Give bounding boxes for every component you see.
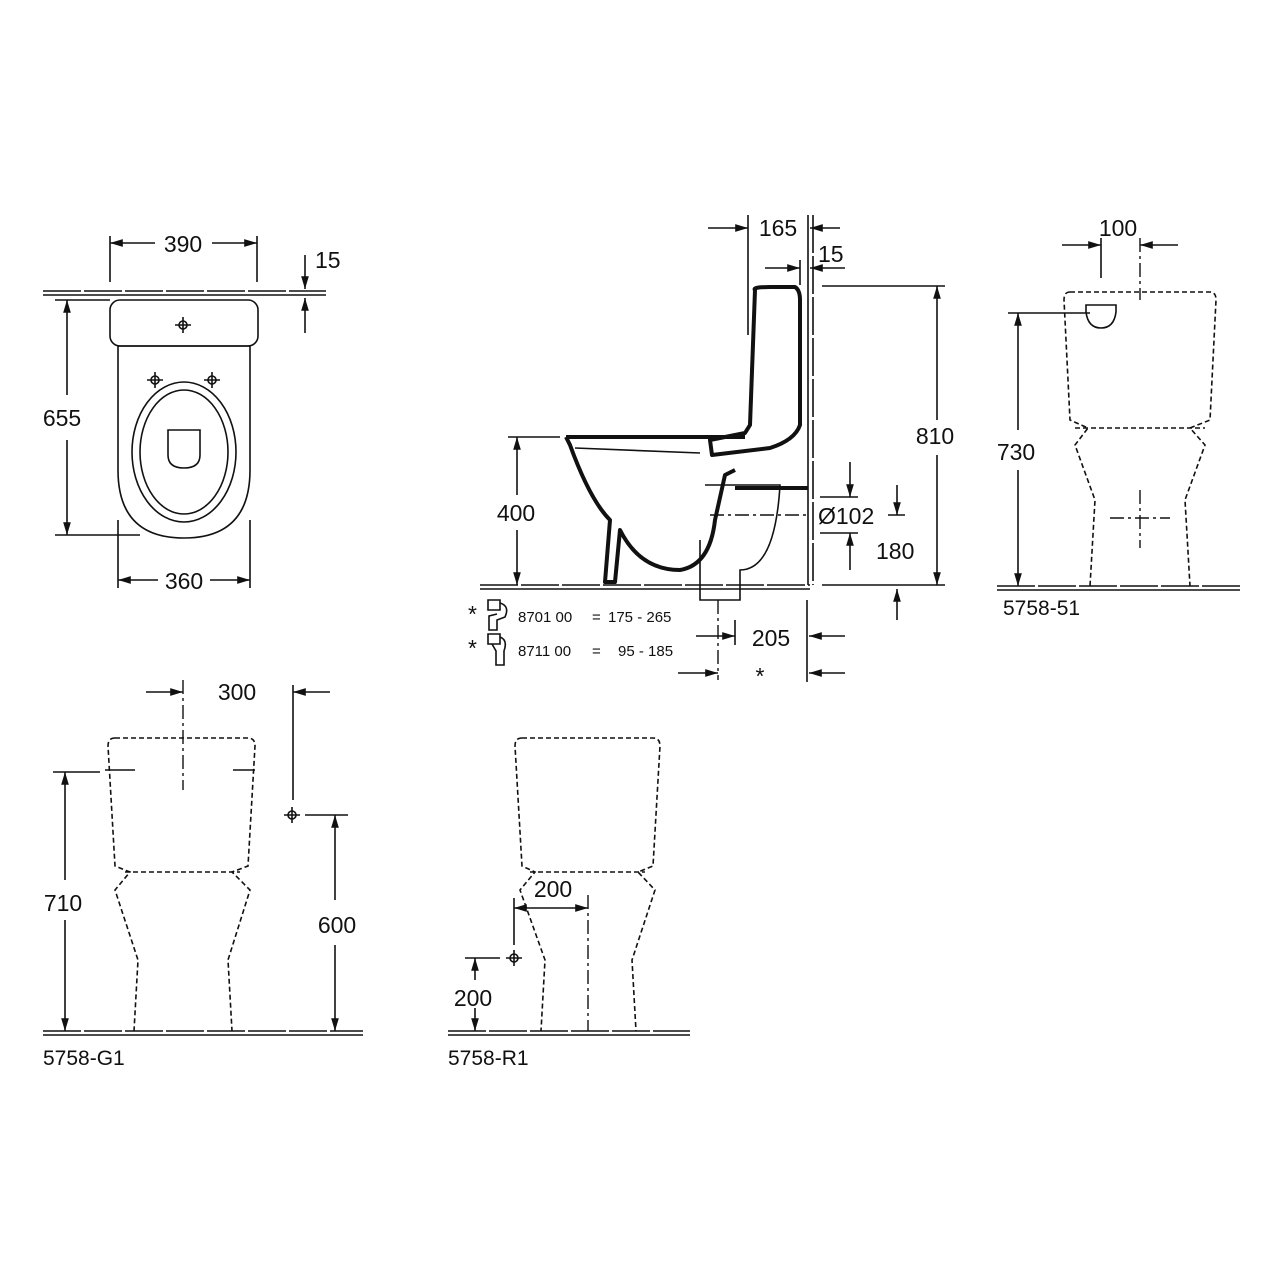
footnote-mark: *: [756, 663, 765, 689]
side-view: 400 165 15 810 Ø102 180 205 * * 8701 00 …: [468, 215, 954, 689]
dim-total-height: 810: [916, 423, 954, 449]
tank-outline: [109, 299, 259, 347]
adapter-code: 8711 00: [518, 643, 571, 660]
outlet-pipe: [699, 484, 781, 601]
toilet-outline: [107, 737, 256, 1032]
adapter-range: 175 - 265: [608, 609, 671, 626]
dim-tank-width: 390: [164, 231, 202, 257]
cistern-outline: [708, 285, 802, 457]
dim-height: 730: [997, 439, 1035, 465]
top-view: 390 15 655 360: [43, 231, 341, 594]
dim-seat-height: 400: [497, 500, 535, 526]
front-view-5758-G1: 300 710 600 5758-G1: [43, 679, 363, 1070]
equals: =: [592, 609, 601, 626]
asterisk: *: [468, 601, 477, 627]
model-label: 5758-R1: [448, 1047, 529, 1070]
toilet-outline: [514, 737, 661, 1032]
dim-bowl-width: 360: [165, 568, 203, 594]
dim-outlet-diameter: Ø102: [818, 503, 874, 529]
water-supply-icon: [283, 806, 301, 824]
adapter-code: 8701 00: [518, 609, 572, 626]
adapter-row: * 8711 00 = 95 - 185: [468, 633, 673, 666]
dim-supply-height: 600: [318, 912, 356, 938]
adapter-range: 95 - 185: [618, 643, 673, 660]
straight-adapter-icon: [487, 633, 507, 666]
dim-offset: 100: [1099, 215, 1137, 241]
fixing-point-icon: [203, 371, 221, 389]
dim-tank-depth: 165: [759, 215, 797, 241]
dim-outlet-distance: 205: [752, 625, 790, 651]
bowl-outline: [564, 435, 745, 584]
seat-outline: [131, 381, 237, 523]
dim-offset: 200: [534, 876, 572, 902]
dim-wall-gap: 15: [315, 247, 341, 273]
adapter-row: * 8701 00 = 175 - 265: [468, 599, 671, 631]
flush-button-icon: [174, 316, 192, 334]
front-view-5758-R1: 200 200 5758-R1: [448, 737, 690, 1070]
fixing-point-icon: [146, 371, 164, 389]
bowl-outline: [117, 345, 251, 539]
dim-supply-height: 200: [454, 985, 492, 1011]
dim-wall-gap: 15: [818, 241, 844, 267]
model-label: 5758-51: [1003, 597, 1080, 620]
asterisk: *: [468, 635, 477, 661]
model-label: 5758-G1: [43, 1047, 125, 1070]
dim-offset: 300: [218, 679, 256, 705]
equals: =: [592, 643, 601, 660]
bend-adapter-icon: [487, 599, 508, 631]
dim-height: 710: [44, 890, 82, 916]
dim-depth: 655: [43, 405, 81, 431]
water-supply-icon: [505, 949, 523, 967]
front-view-5758-51: 100 730 5758-51: [997, 215, 1240, 620]
dim-outlet-height: 180: [876, 538, 914, 564]
